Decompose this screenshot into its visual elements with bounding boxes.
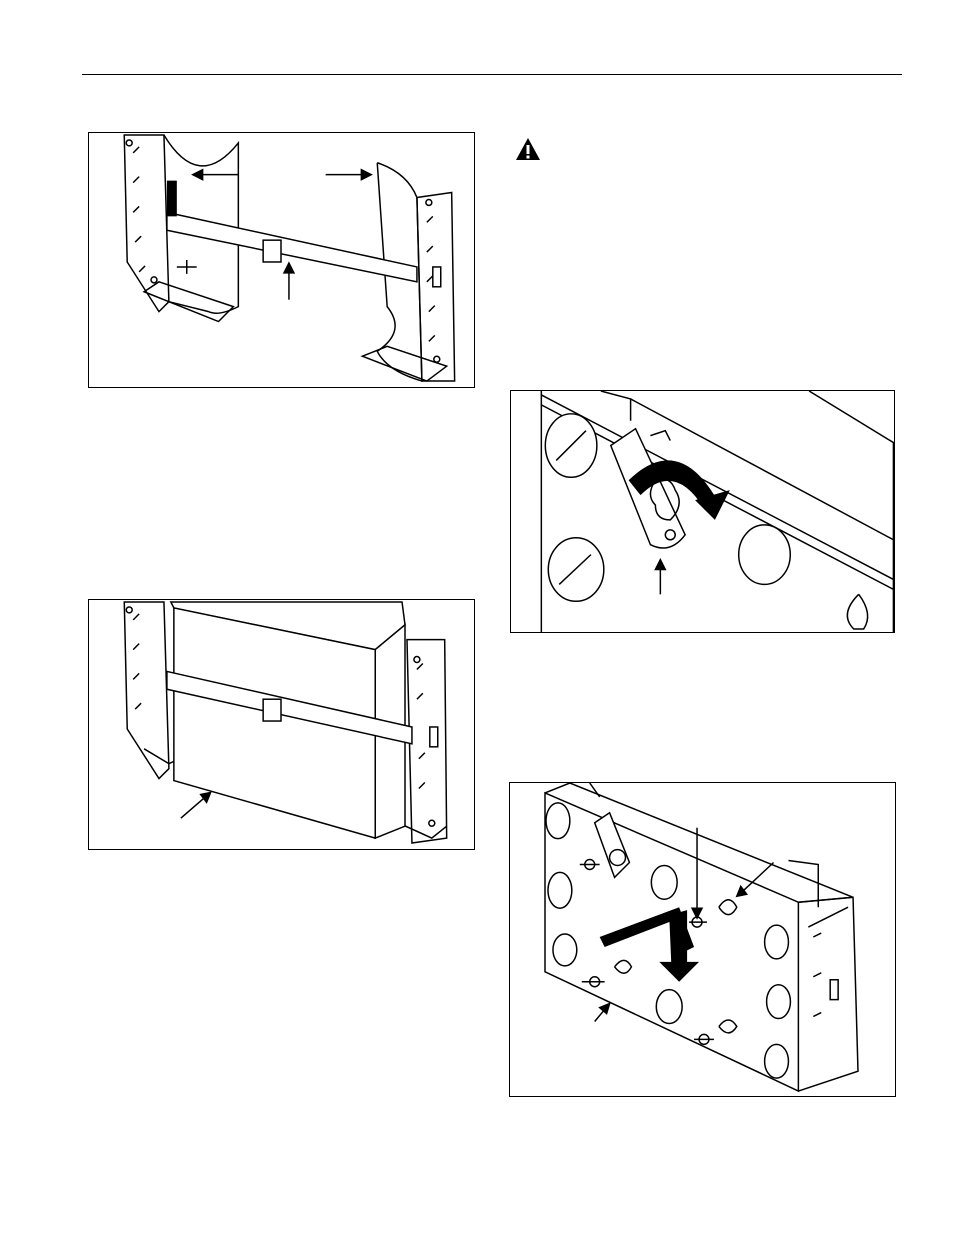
figure-box-in-bracket <box>88 599 475 850</box>
figure-keyhole-latch <box>510 390 895 633</box>
header-rule <box>82 74 902 75</box>
figure-bracket-strap <box>88 132 475 388</box>
warning-triangle-icon <box>515 137 541 161</box>
figure-panel-mounting <box>509 782 896 1097</box>
